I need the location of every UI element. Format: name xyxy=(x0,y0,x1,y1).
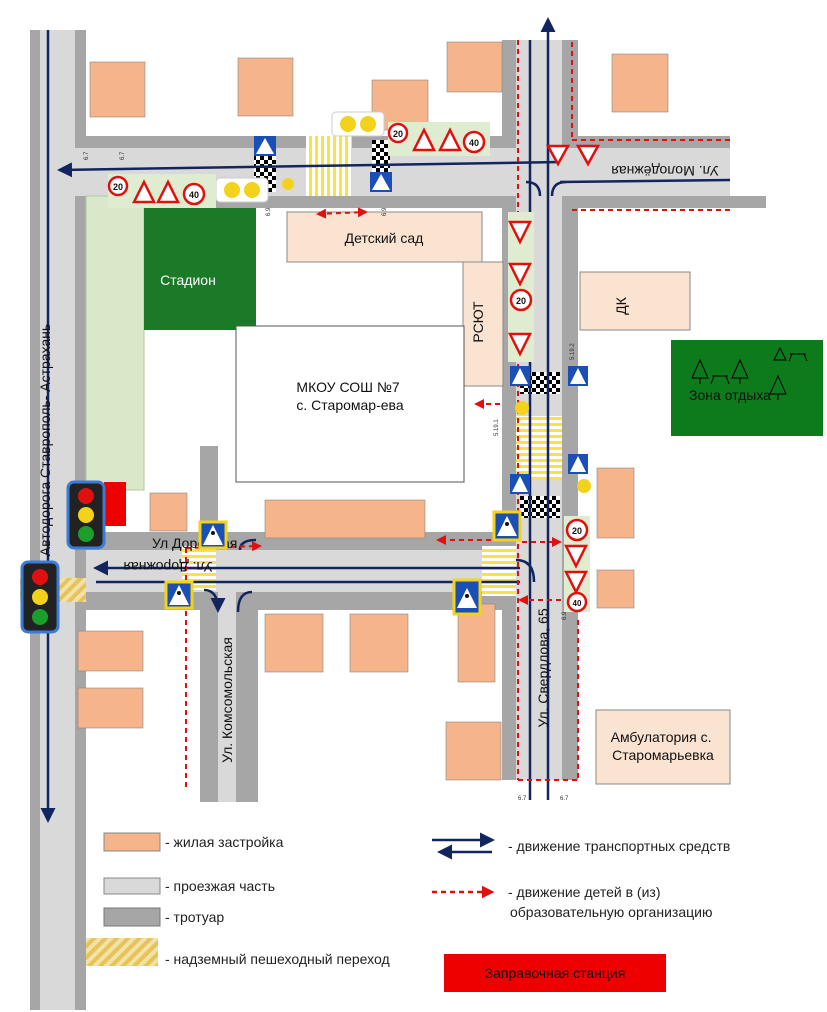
sign-cluster-sverdlova-top: 20 xyxy=(507,212,534,362)
speed-limit-icon xyxy=(509,288,533,312)
legend-swatch-crossing xyxy=(86,938,158,966)
highway-label: Автодорога Ставрополь- Астрахань xyxy=(37,324,53,556)
traffic-light-icon xyxy=(66,480,106,550)
sports-field xyxy=(85,195,145,491)
children-warning-icon xyxy=(507,220,533,245)
speed-limit-icon xyxy=(387,122,409,144)
dk-building xyxy=(579,271,691,331)
street-sverdlova-label: Ул. Свердлова, 65 xyxy=(535,608,551,727)
crosswalk-sign-icon xyxy=(452,578,482,616)
school-label: МКОУ СОШ №7 с. Старомар-ева xyxy=(296,379,403,413)
children-warning-icon xyxy=(411,127,437,152)
kindergarten xyxy=(286,211,483,263)
rsyut-building xyxy=(462,261,504,387)
signal-lamp-icon xyxy=(515,401,529,415)
legend-gas-station xyxy=(444,954,666,992)
rsyut-label: РСЮТ xyxy=(470,301,486,343)
school-building xyxy=(235,325,465,483)
traffic-light-icon xyxy=(331,111,385,137)
children-warning-icon xyxy=(563,544,589,569)
crosswalk-sign-icon xyxy=(492,510,522,542)
clinic-label: Амбулатория с. Старомарьевка xyxy=(611,729,716,763)
legend-children-2: образовательную организацию xyxy=(510,904,712,920)
legend-swatch-residential xyxy=(103,832,161,852)
signal-lamp-icon xyxy=(282,178,294,190)
street-komsomolskaya-label: Ул. Комсомольская xyxy=(219,637,235,763)
svg-text:6.9: 6.9 xyxy=(382,207,388,216)
speed-limit-icon xyxy=(566,591,588,613)
sign-cluster-top: 20 40 xyxy=(387,122,490,156)
legend-residential: - жилая застройка xyxy=(165,834,284,850)
legend-crossing: - надземный пешеходный переход xyxy=(165,951,390,967)
legend-children-1: - движение детей в (из) xyxy=(508,884,661,900)
traffic-arrows xyxy=(40,17,731,823)
crosswalk-sign-icon xyxy=(254,136,392,192)
children-warning-icon xyxy=(507,332,533,357)
speed-limit-icon xyxy=(565,518,589,542)
street-dorozhnaya-lower-label: Ул. Дорожная xyxy=(123,559,212,575)
speed-limit-icon xyxy=(107,175,129,197)
speed-limit-40: 40 xyxy=(573,599,582,608)
speed-limit-40: 40 xyxy=(469,138,479,148)
svg-text:6.7: 6.7 xyxy=(518,796,527,802)
recreation-zone: Зона отдыха xyxy=(671,340,823,436)
svg-text:6.7: 6.7 xyxy=(560,796,569,802)
sign-codes: 6.7 6.7 5.19.2 5.19.1 6.9 6.9 6.7 6.7 6.… xyxy=(84,151,576,802)
speed-limit-icon xyxy=(182,182,206,206)
legend-swatch-roadway xyxy=(103,877,161,895)
svg-text:6.7: 6.7 xyxy=(84,151,90,160)
speed-limit-40: 40 xyxy=(189,190,199,200)
tree-icon xyxy=(731,358,749,384)
sign-cluster-left: 20 40 xyxy=(107,174,216,208)
traffic-light-icon xyxy=(215,177,269,203)
tree-icon xyxy=(769,374,787,400)
legend-sidewalk: - тротуар xyxy=(165,909,224,925)
speed-limit-20: 20 xyxy=(113,182,123,192)
speed-limit-20: 20 xyxy=(572,526,582,536)
crosswalk-sign-icon xyxy=(198,520,228,550)
stadium-label: Стадион xyxy=(160,272,216,288)
crosswalk-sign-icon xyxy=(164,580,194,610)
signal-lamp-icon xyxy=(577,479,591,493)
legend-roadway: - проезжая часть xyxy=(165,878,275,894)
yield-icon xyxy=(575,144,601,167)
picnic-icon xyxy=(773,346,808,362)
street-molodezhnaya-label: Ул. Молодёжная xyxy=(611,163,718,179)
yield-icon xyxy=(545,144,571,167)
legend-gas-station-label: Заправочная станция xyxy=(485,965,626,981)
traffic-light-icon xyxy=(20,560,60,634)
children-warning-icon xyxy=(437,127,463,152)
svg-text:5.19.2: 5.19.2 xyxy=(570,343,576,360)
dk-label: ДК xyxy=(613,296,629,314)
speed-limit-icon xyxy=(462,130,486,154)
children-warning-icon xyxy=(563,570,589,595)
tree-icon xyxy=(691,358,709,384)
gas-station-block xyxy=(104,482,126,526)
svg-text:6.9: 6.9 xyxy=(266,207,272,216)
speed-limit-20: 20 xyxy=(393,129,403,139)
legend-swatch-sidewalk xyxy=(103,907,161,927)
legend-traffic: - движение транспортных средств xyxy=(508,838,730,854)
recreation-label: Зона отдыха xyxy=(689,387,771,403)
crosswalk-sign-icon xyxy=(510,366,588,494)
children-warning-icon xyxy=(131,179,157,204)
clinic-building xyxy=(595,709,731,785)
svg-text:6.9: 6.9 xyxy=(562,611,568,620)
stadium xyxy=(144,208,256,330)
kindergarten-label: Детский сад xyxy=(345,230,424,246)
picnic-table-icon xyxy=(710,375,730,385)
sign-cluster-sverdlova-bottom: 20 40 xyxy=(563,516,590,613)
children-warning-icon xyxy=(155,179,181,204)
speed-limit-20: 20 xyxy=(516,296,526,306)
svg-text:6.7: 6.7 xyxy=(120,151,126,160)
svg-text:5.19.1: 5.19.1 xyxy=(494,419,500,436)
yield-icon xyxy=(507,262,533,287)
legend: - жилая застройка - проезжая часть - тро… xyxy=(86,832,730,992)
